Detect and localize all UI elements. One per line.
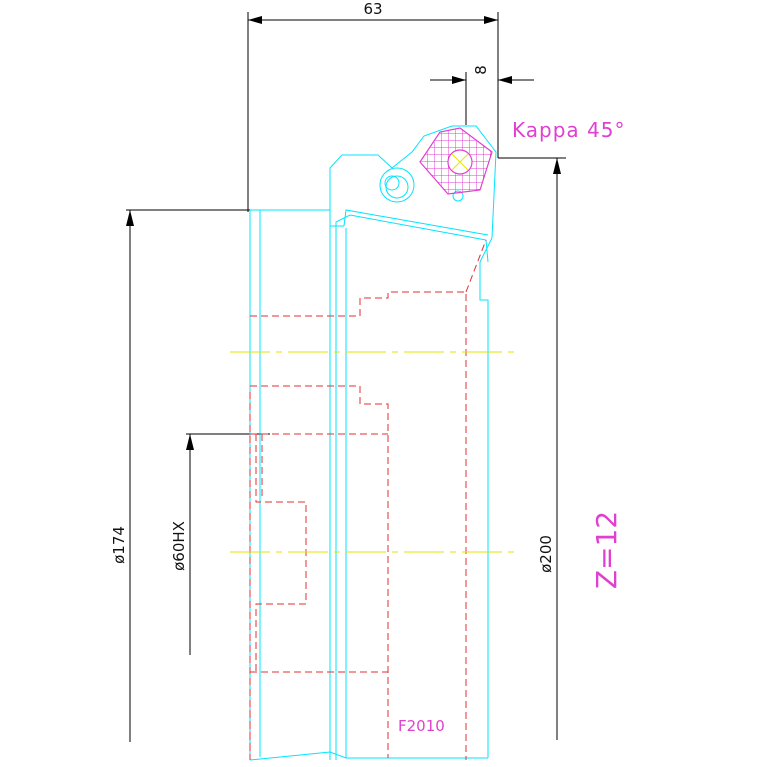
kappa-note: Kappa 45°: [512, 118, 625, 142]
teeth-count-note: Z=12: [590, 511, 623, 589]
dim-200-label: ø200: [537, 535, 555, 573]
dim-174-label: ø174: [110, 526, 128, 564]
dim-8-label: 8: [472, 65, 490, 75]
dim-63-label: 63: [363, 0, 382, 18]
center-lines: [230, 351, 516, 553]
part-code-note: F2010: [398, 717, 445, 735]
dim-60hx-label: ø60HX: [170, 521, 188, 571]
hidden-lines: [249, 239, 487, 760]
cutter-body-outline: [249, 125, 497, 761]
dimension-arrows: [126, 16, 561, 450]
insert: [419, 127, 493, 195]
